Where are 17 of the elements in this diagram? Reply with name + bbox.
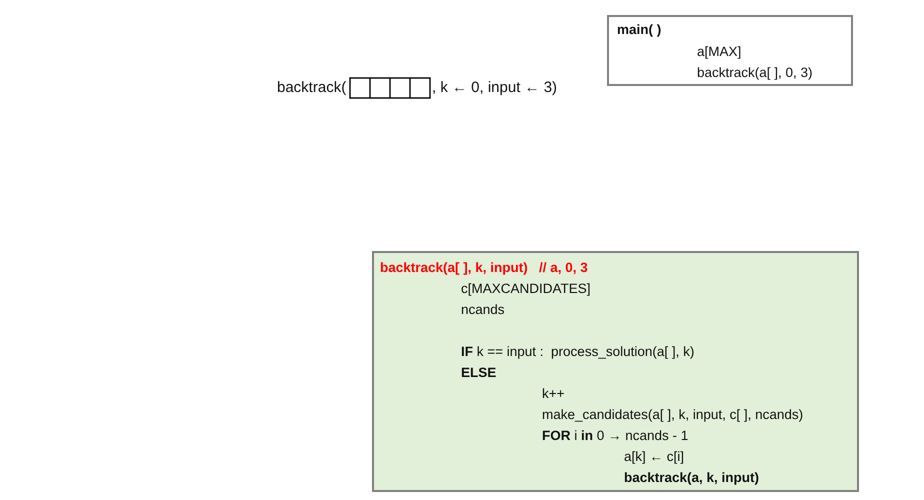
code-line: c[MAXCANDIDATES] <box>461 280 591 298</box>
code-line: backtrack(a, k, input) <box>624 469 760 487</box>
function-box <box>607 15 853 86</box>
code-line: backtrack(a[ ], k, input) // a, 0, 3 <box>380 259 588 277</box>
code-line: k++ <box>542 385 565 403</box>
code-line: a[MAX] <box>697 43 742 61</box>
function-arguments-text: , k ← 0, input ← 3) <box>432 78 558 98</box>
code-line: FOR i in 0 → ncands - 1 <box>542 427 688 445</box>
code-box <box>372 251 859 492</box>
code-line: make_candidates(a[ ], k, input, c[ ], ncands) <box>542 406 804 424</box>
function-call-text: backtrack( <box>277 78 346 98</box>
code-line: ncands <box>461 301 505 319</box>
code-line: a[k] ← c[i] <box>624 448 684 466</box>
code-line: main( ) <box>617 21 662 39</box>
code-line: ELSE <box>461 364 496 382</box>
code-line: IF k == input : process_solution(a[ ], k) <box>461 343 694 361</box>
code-line: backtrack(a[ ], 0, 3) <box>697 64 813 82</box>
